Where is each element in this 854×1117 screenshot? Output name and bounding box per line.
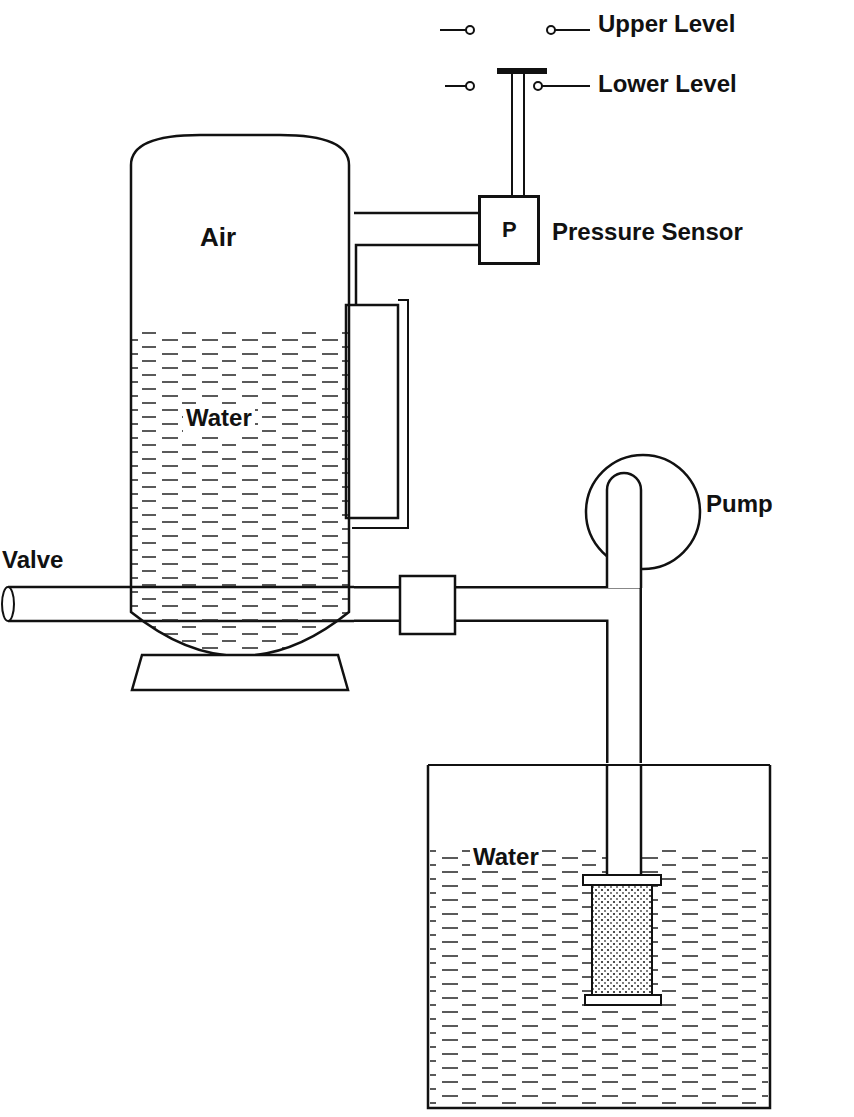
pipe-connector xyxy=(354,604,624,763)
pump-housing xyxy=(586,455,700,569)
pipe-bore xyxy=(354,604,624,763)
sensor-pipe xyxy=(356,245,478,305)
pump-label: Pump xyxy=(706,490,773,518)
connector-line xyxy=(354,604,624,763)
node-text: Air xyxy=(200,223,236,253)
pipe-connector xyxy=(354,213,478,214)
pipe-wall xyxy=(354,604,624,763)
level-label: Lower Level xyxy=(598,70,737,98)
switch-plunger xyxy=(497,68,547,196)
valve-label: Valve xyxy=(2,546,63,574)
lower-level-contact xyxy=(445,82,590,90)
pressure-sensor-box: P xyxy=(478,195,540,265)
node-text: P xyxy=(502,217,517,242)
shape-outline xyxy=(426,763,772,1113)
node-text: Water xyxy=(470,843,542,871)
node-text: Water xyxy=(183,404,255,432)
sensor-label: Pressure Sensor xyxy=(552,218,743,246)
level-label: Upper Level xyxy=(598,10,735,38)
water-reservoir: Water xyxy=(426,763,772,1113)
pressure-tank: AirWater xyxy=(128,128,354,692)
connector-line xyxy=(354,212,478,215)
upper-level-contact xyxy=(440,26,590,34)
pipe-coupling xyxy=(400,576,455,634)
pump-riser xyxy=(607,473,641,588)
